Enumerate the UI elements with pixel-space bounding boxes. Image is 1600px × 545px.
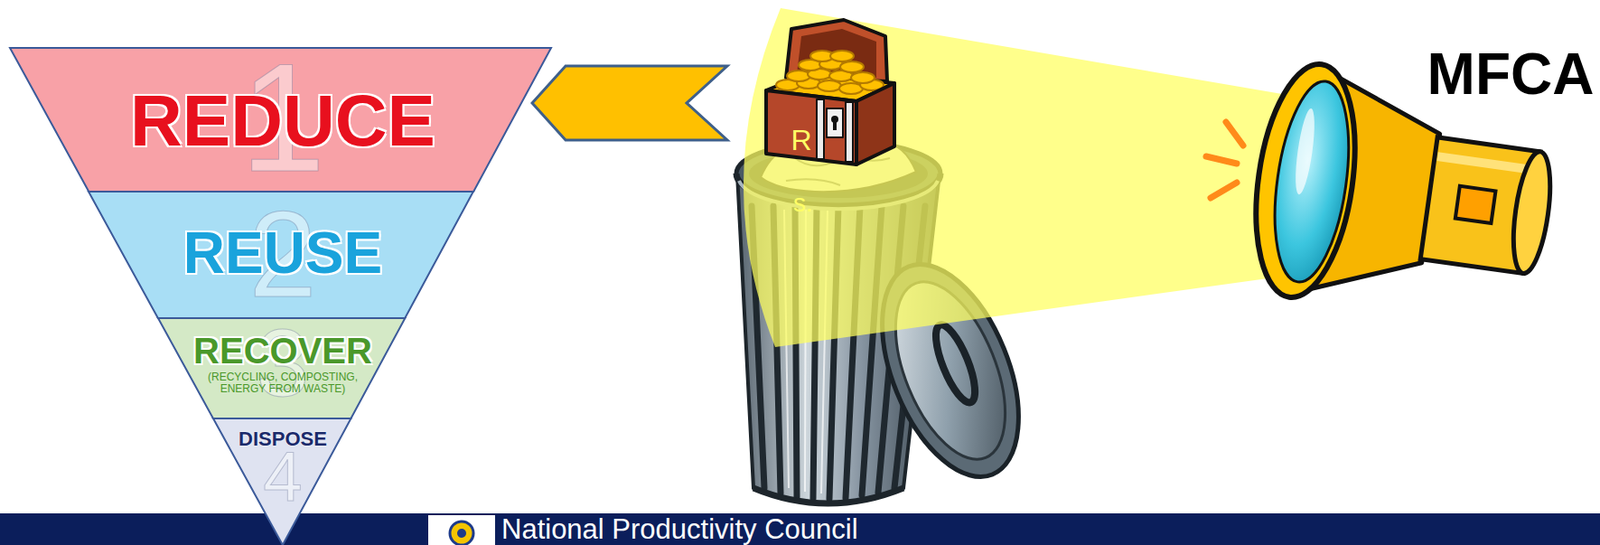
light-rays (1206, 156, 1237, 164)
band-text: (RECYCLING, COMPOSTING, ENERGY FROM WAST… (196, 371, 369, 395)
lens-rim (1242, 57, 1368, 304)
keyhole-slot (832, 121, 837, 131)
gold-coins (851, 72, 875, 84)
trash-lid (854, 244, 1047, 496)
chest-lid (785, 19, 888, 82)
footer-bar (0, 513, 1600, 545)
chest-strap (816, 99, 824, 160)
lid-face (873, 266, 1029, 475)
chest-top (766, 74, 895, 102)
gold-coins (860, 79, 884, 91)
light-rays (1206, 121, 1244, 198)
lid-edge (854, 244, 1047, 496)
flashlight-tube (1420, 137, 1541, 274)
logo-emblem (449, 521, 474, 545)
band-fill (213, 418, 351, 545)
council-logo (428, 514, 496, 545)
can-ribs (829, 205, 839, 499)
can-ribs (894, 205, 926, 488)
can-ribs (795, 205, 797, 497)
chest-strap (845, 102, 853, 162)
can-ribs (878, 205, 904, 493)
can-body (737, 173, 940, 503)
chest-front (766, 90, 857, 165)
rib-highlights (804, 209, 806, 492)
can-rim (736, 140, 941, 206)
flashlight-switch (1455, 186, 1497, 224)
gold-coins (776, 79, 800, 91)
lens-glass (1263, 76, 1360, 287)
keyhole (831, 115, 839, 123)
gold-coins (807, 68, 832, 80)
treasure-chest: R (727, 18, 899, 168)
can-bottom-rim (753, 487, 904, 504)
lens-glint (1291, 107, 1319, 196)
gold-coins (798, 59, 823, 71)
gold-coins (829, 70, 853, 82)
logo-plate (428, 514, 496, 545)
can-ribs (751, 205, 926, 499)
band-title: R (790, 124, 812, 157)
block-arrow (532, 65, 728, 141)
reuse-band: REUSE2 (88, 191, 474, 319)
band-text: 4 (262, 438, 302, 516)
crumpled-paper (760, 135, 917, 192)
chest-side (856, 83, 895, 165)
recover-band: RECOVER(RECYCLING, COMPOSTING, ENERGY FR… (158, 318, 405, 419)
trash-can (736, 135, 1047, 504)
gold-coins (839, 83, 863, 94)
gold-coins (776, 50, 884, 94)
can-ribs (751, 205, 765, 488)
can-ribs (861, 205, 882, 496)
can-opening (748, 149, 928, 198)
band-title: s. (793, 189, 814, 218)
gold-coins (786, 70, 811, 82)
rib-highlights (821, 209, 828, 494)
logo-core (457, 528, 467, 538)
rib-highlights (784, 209, 828, 494)
rib-highlights (784, 209, 789, 488)
light-rays (1210, 182, 1237, 198)
light-beam (743, 8, 1288, 347)
can-ribs (813, 205, 817, 499)
gold-coins (840, 61, 864, 73)
band-title: RECOVER (193, 330, 373, 371)
flashlight-head (1292, 69, 1447, 311)
flashlight-tail (1506, 149, 1557, 276)
can-rim-band (739, 180, 938, 209)
method-label: MFCA (1427, 42, 1595, 106)
lid-handle (927, 319, 983, 407)
band-title: DISPOSE (238, 428, 328, 450)
gold-coins (830, 50, 854, 62)
chest-lid-inside (796, 28, 877, 78)
band-title: REDUCE (130, 81, 436, 161)
gold-coins (810, 50, 834, 62)
treasure-chest (766, 19, 895, 165)
dispose-band: DISPOSE4 (213, 418, 351, 545)
band-title: REUSE (183, 221, 384, 285)
can-ribs (773, 205, 781, 494)
can-rim-front (736, 173, 941, 206)
reduce-band: REDUCE1 (9, 47, 552, 192)
lock-plate (826, 108, 843, 138)
gold-coins (817, 80, 842, 92)
gold-coins (819, 58, 843, 70)
tube-highlight (1436, 151, 1536, 175)
gold-coins (796, 77, 821, 89)
footer-text: National Productivity Council (501, 514, 859, 545)
light-rays (1225, 121, 1244, 146)
trash-can: s. (727, 135, 1026, 511)
can-ribs (845, 205, 861, 498)
